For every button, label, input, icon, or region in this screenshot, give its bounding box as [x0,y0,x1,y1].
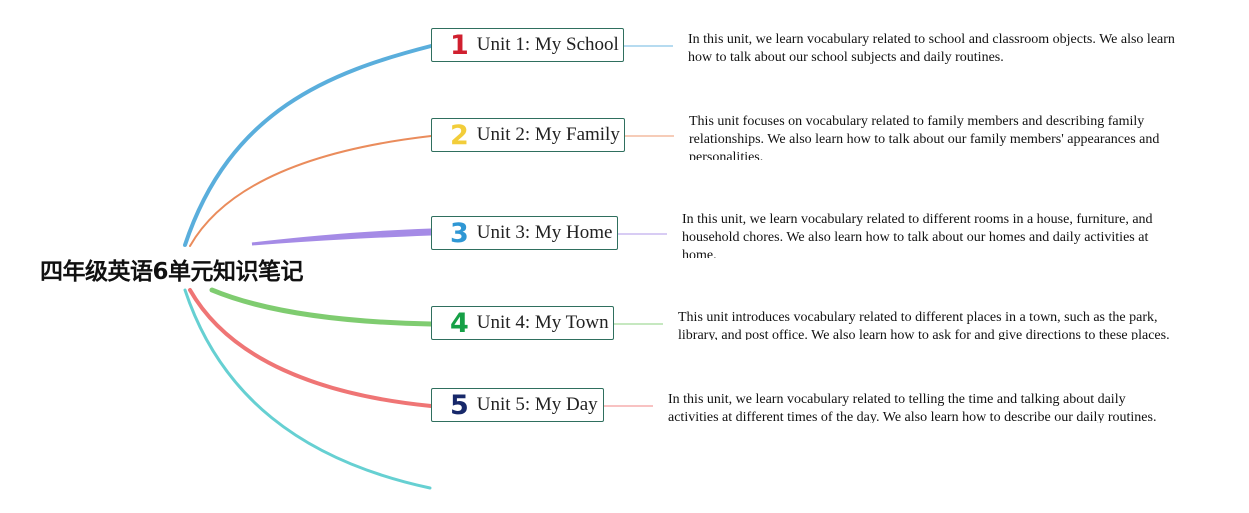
number-two-icon: 2 [450,119,469,151]
number-three-icon: 3 [450,217,469,249]
unit-description-5: In this unit, we learn vocabulary relate… [668,392,1157,423]
unit-node-4[interactable]: 4 Unit 4: My Town [431,306,614,340]
unit-label: Unit 5: My Day [476,394,598,415]
unit-description-4: This unit introduces vocabulary related … [678,310,1170,340]
branch-3 [251,228,433,246]
branch-5 [188,288,433,408]
number-one-icon: 1 [450,29,469,61]
unit-description-1: In this unit, we learn vocabulary relate… [688,32,1175,65]
unit-label: Unit 4: My Town [476,312,609,333]
unit-description-3: In this unit, we learn vocabulary relate… [682,212,1153,258]
unit-node-2[interactable]: 2 Unit 2: My Family [431,118,625,152]
unit-node-1[interactable]: 1 Unit 1: My School [431,28,624,62]
number-four-icon: 4 [450,307,469,339]
unit-label: Unit 1: My School [476,34,619,55]
branch-extra [183,288,432,490]
root-title[interactable]: 四年级英语6单元知识笔记 [40,259,304,285]
branch-2 [189,135,432,247]
unit-description-2: This unit focuses on vocabulary related … [689,114,1160,160]
unit-node-5[interactable]: 5 Unit 5: My Day [431,388,604,422]
unit-label: Unit 3: My Home [476,222,613,243]
branch-1 [183,44,433,247]
unit-node-3[interactable]: 3 Unit 3: My Home [431,216,618,250]
unit-label: Unit 2: My Family [476,124,620,145]
branch-4 [209,287,434,327]
number-five-icon: 5 [450,389,469,421]
